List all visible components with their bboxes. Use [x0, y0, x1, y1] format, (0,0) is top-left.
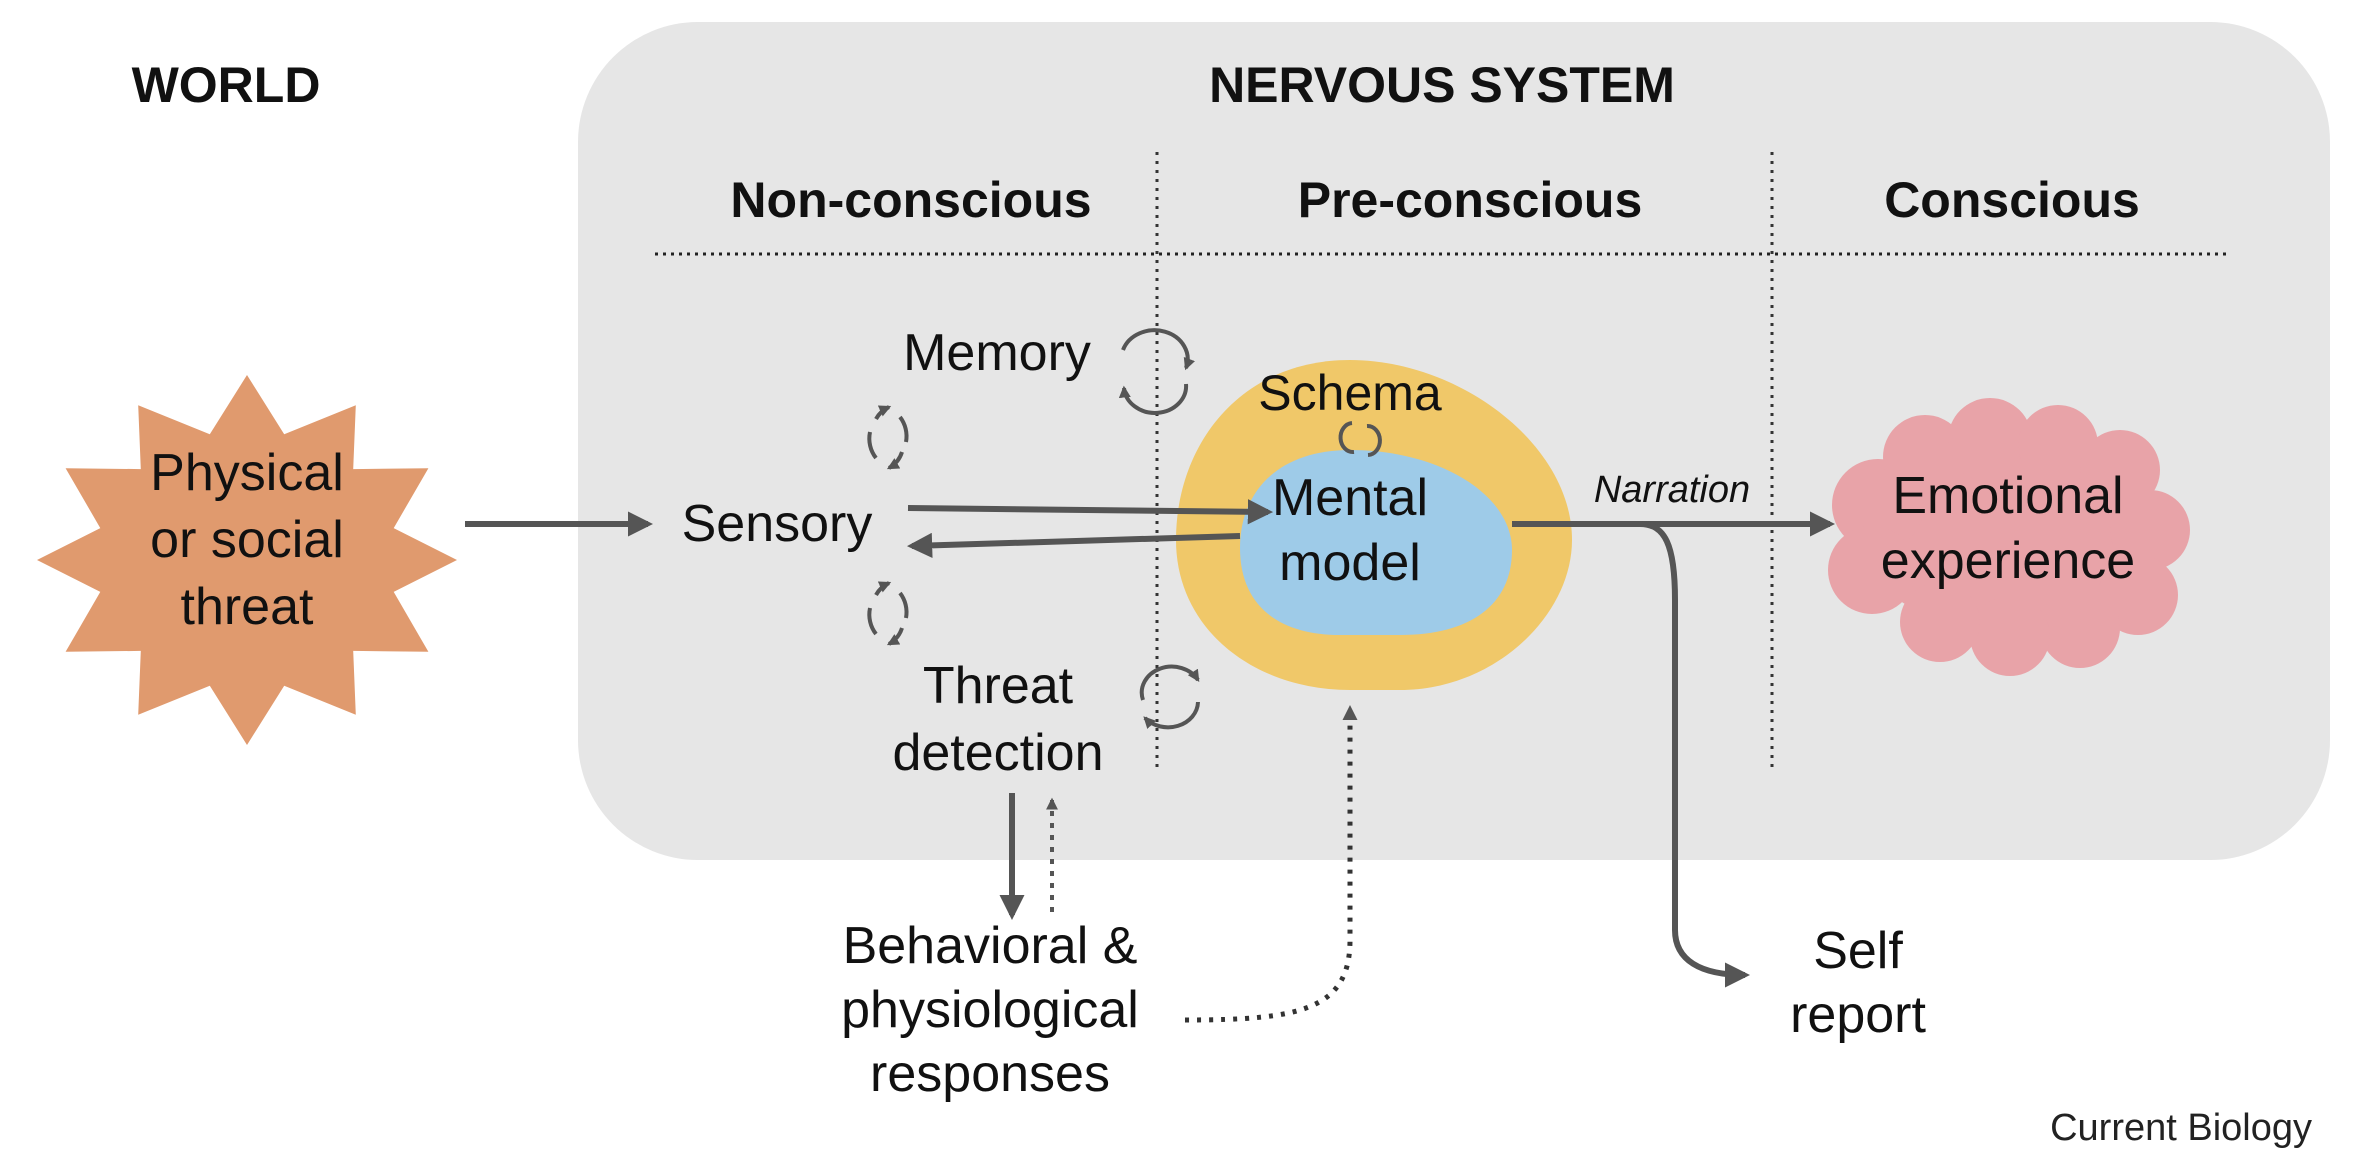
- nervous-system-label: NERVOUS SYSTEM: [1209, 57, 1675, 113]
- cycle-sensory-memory: [867, 405, 909, 470]
- cycle-threat-model: [1139, 664, 1200, 730]
- cycle-sensory-threat: [867, 581, 909, 646]
- column-non-conscious: Non-conscious: [730, 172, 1091, 228]
- threat-label-2: or social: [150, 511, 344, 569]
- emotion-label-1: Emotional: [1892, 467, 2123, 525]
- journal-credit: Current Biology: [2050, 1107, 2312, 1149]
- narration-label: Narration: [1594, 469, 1750, 511]
- emotion-label-2: experience: [1881, 532, 2135, 590]
- sensory-label: Sensory: [682, 495, 873, 553]
- responses-label-2: physiological: [841, 981, 1139, 1039]
- column-pre-conscious: Pre-conscious: [1298, 172, 1643, 228]
- threat-label-3: threat: [181, 578, 315, 636]
- cycle-memory-model: [1118, 328, 1196, 415]
- threat-label-1: Physical: [150, 444, 344, 502]
- threat-burst: [37, 375, 457, 745]
- threat-detection-label-1: Threat: [923, 657, 1074, 715]
- memory-label: Memory: [903, 324, 1091, 382]
- model-to-sensory-arrow: [906, 532, 1241, 558]
- column-conscious: Conscious: [1884, 172, 2140, 228]
- mental-model-core: [1240, 450, 1512, 635]
- self-report-arrow: [1639, 521, 1751, 988]
- threat-detection-label-2: detection: [892, 724, 1103, 782]
- mental-model-label-1: Mental: [1272, 469, 1428, 527]
- self-report-label-1: Self: [1813, 922, 1903, 980]
- responses-to-model-arrow: [1184, 705, 1358, 1023]
- self-report-label-2: report: [1790, 986, 1926, 1044]
- mental-model-label-2: model: [1279, 534, 1421, 592]
- cycle-schema: [1338, 421, 1382, 457]
- emotion-cloud: [1828, 398, 2190, 676]
- responses-label-1: Behavioral &: [843, 917, 1138, 975]
- responses-label-3: responses: [870, 1045, 1110, 1103]
- schema-label: Schema: [1258, 365, 1442, 421]
- world-label: WORLD: [132, 57, 321, 113]
- sensory-to-model-arrow: [907, 499, 1274, 525]
